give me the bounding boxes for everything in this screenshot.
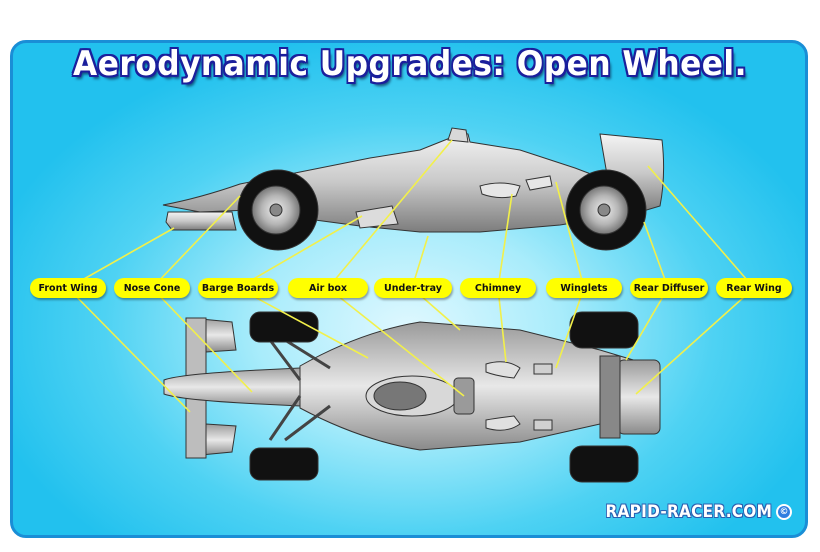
side-front-wing (165, 211, 237, 231)
copyright-icon: © (776, 504, 792, 520)
side-airbox (447, 127, 469, 143)
label-winglets: Winglets (546, 278, 622, 298)
top-rear-wheel-left (569, 311, 639, 349)
side-view-car (162, 127, 665, 251)
label-front-wing: Front Wing (30, 278, 106, 298)
label-nose-cone: Nose Cone (114, 278, 190, 298)
top-view-car (163, 311, 661, 483)
label-air-box: Air box (288, 278, 368, 298)
label-chimney: Chimney (460, 278, 536, 298)
side-rear-wheel (565, 169, 647, 251)
label-barge-boards: Barge Boards (198, 278, 278, 298)
top-rear-wheel-right (569, 445, 639, 483)
top-front-wheel-right (249, 447, 319, 481)
site-watermark: RAPID-RACER.COM (605, 502, 772, 522)
top-rear-wing (617, 359, 661, 435)
top-front-wheel-left (249, 311, 319, 343)
label-rear-wing: Rear Wing (716, 278, 792, 298)
label-rear-diffuser: Rear Diffuser (630, 278, 708, 298)
side-front-wheel (237, 169, 319, 251)
label-under-tray: Under-tray (374, 278, 452, 298)
diagram-title: Aerodynamic Upgrades: Open Wheel. (73, 44, 747, 84)
